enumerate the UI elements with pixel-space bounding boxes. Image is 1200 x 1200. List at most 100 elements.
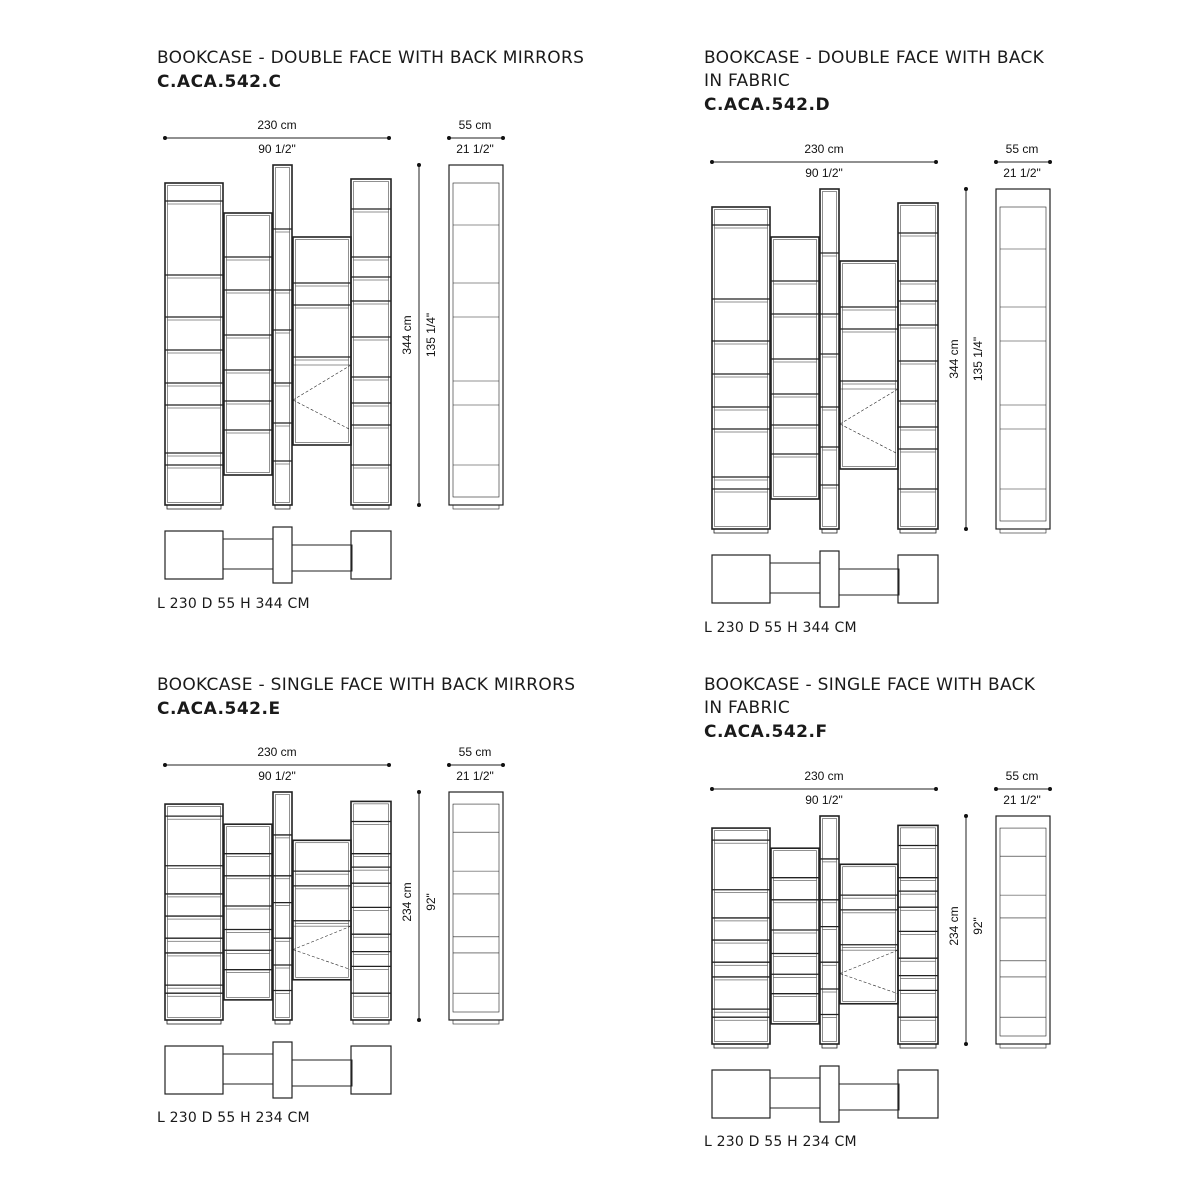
bookcase-module-4	[897, 202, 939, 530]
plan-connector	[838, 1083, 900, 1111]
height-cm-label: 234 cm	[947, 906, 961, 945]
dimension-end-dot	[163, 136, 167, 140]
bookcase-module-3	[839, 863, 899, 1005]
dimension-end-dot	[417, 1018, 421, 1022]
bookcase-drawing: 230 cm 90 1/2" 55 cm 21 1/2" 344 cm 135 …	[710, 142, 1052, 608]
plinth	[274, 1019, 291, 1025]
plinth	[899, 1043, 937, 1049]
plan-module-left	[164, 530, 224, 580]
height-in-label: 135 1/4"	[971, 337, 985, 381]
width-cm-label: 230 cm	[257, 118, 296, 132]
product-code: C.ACA.542.D	[704, 95, 831, 115]
plan-module-right	[897, 1069, 939, 1119]
dimension-end-dot	[964, 814, 968, 818]
open-bay-dash	[839, 423, 899, 455]
module-inner-line	[226, 215, 270, 473]
plinth	[274, 504, 291, 510]
plinth	[166, 1019, 222, 1025]
bookcase-drawing: 230 cm 90 1/2" 55 cm 21 1/2" 344 cm 135 …	[163, 118, 505, 584]
height-cm-label: 234 cm	[400, 882, 414, 921]
width-in-label: 90 1/2"	[258, 769, 296, 783]
height-in-label: 92"	[424, 893, 438, 911]
panel-single-face-fabric: BOOKCASE - SINGLE FACE WITH BACK IN FABR…	[704, 674, 1200, 1150]
width-cm-label: 230 cm	[804, 769, 843, 783]
side-plinth	[452, 1019, 500, 1025]
plan-column-narrow	[272, 1041, 293, 1099]
plan-module-left	[711, 554, 771, 604]
bookcase-module-0	[711, 206, 771, 530]
bookcase-module-4	[350, 178, 392, 506]
panel-title: BOOKCASE - SINGLE FACE WITH BACK IN FABR…	[704, 675, 1036, 718]
depth-cm-label: 55 cm	[1006, 142, 1039, 156]
dimension-end-dot	[964, 527, 968, 531]
module-inner-line	[275, 794, 290, 1018]
side-plinth	[999, 528, 1047, 534]
bookcase-drawing: 230 cm 90 1/2" 55 cm 21 1/2" 234 cm 92"	[163, 745, 505, 1099]
module-inner-line	[295, 239, 349, 443]
module-inner-line	[842, 866, 896, 1002]
side-elevation	[995, 188, 1051, 530]
height-in-label: 92"	[971, 917, 985, 935]
side-elevation	[448, 164, 504, 506]
module-inner-line	[900, 205, 936, 527]
plan-connector	[291, 1059, 353, 1087]
open-bay-dash	[839, 973, 899, 994]
side-elevation	[448, 791, 504, 1021]
overall-dimensions: L 230 D 55 H 344 CM	[157, 596, 310, 612]
plinth	[713, 1043, 769, 1049]
plan-module-left	[164, 1045, 224, 1095]
overall-dimensions: L 230 D 55 H 234 CM	[157, 1110, 310, 1126]
module-inner-line	[167, 185, 221, 503]
depth-in-label: 21 1/2"	[1003, 166, 1041, 180]
open-bay-dash	[839, 388, 899, 425]
panel-title: BOOKCASE - DOUBLE FACE WITH BACK MIRRORS	[157, 48, 585, 68]
plan-connector	[291, 544, 353, 572]
depth-in-label: 21 1/2"	[456, 769, 494, 783]
width-in-label: 90 1/2"	[805, 793, 843, 807]
plan-column-narrow	[819, 1065, 840, 1123]
dimension-end-dot	[501, 763, 505, 767]
side-inner-frame	[999, 827, 1047, 1037]
width-cm-label: 230 cm	[257, 745, 296, 759]
module-inner-line	[842, 263, 896, 467]
plinth	[899, 528, 937, 534]
dimension-end-dot	[417, 163, 421, 167]
bookcase-module-0	[164, 803, 224, 1021]
product-code: C.ACA.542.C	[157, 72, 282, 92]
plan-column-narrow	[272, 526, 293, 584]
dimension-end-dot	[1048, 787, 1052, 791]
open-bay-dash	[292, 399, 352, 431]
dimension-end-dot	[994, 787, 998, 791]
module-inner-line	[353, 803, 389, 1018]
plan-module-right	[350, 530, 392, 580]
module-inner-line	[714, 830, 768, 1042]
module-inner-line	[900, 827, 936, 1042]
bookcase-module-1	[770, 236, 820, 500]
bookcase-module-0	[164, 182, 224, 506]
panel-double-face-fabric: BOOKCASE - DOUBLE FACE WITH BACK IN FABR…	[704, 47, 1200, 636]
module-inner-line	[822, 818, 837, 1042]
bookcase-module-3	[292, 236, 352, 446]
dimension-end-dot	[447, 763, 451, 767]
plinth	[352, 504, 390, 510]
plan-module-left	[711, 1069, 771, 1119]
plinth	[352, 1019, 390, 1025]
open-bay-dash	[292, 949, 352, 970]
dimension-end-dot	[417, 503, 421, 507]
product-code: C.ACA.542.F	[704, 722, 828, 742]
height-cm-label: 344 cm	[947, 339, 961, 378]
module-inner-line	[275, 167, 290, 503]
overall-dimensions: L 230 D 55 H 344 CM	[704, 620, 857, 636]
width-cm-label: 230 cm	[804, 142, 843, 156]
product-code: C.ACA.542.E	[157, 699, 281, 719]
plan-connector	[769, 562, 821, 594]
module-inner-line	[773, 850, 817, 1022]
plan-connector	[838, 568, 900, 596]
width-in-label: 90 1/2"	[805, 166, 843, 180]
side-elevation	[995, 815, 1051, 1045]
panel-double-face-mirrors: BOOKCASE - DOUBLE FACE WITH BACK MIRRORS…	[157, 47, 697, 612]
depth-cm-label: 55 cm	[459, 118, 492, 132]
plan-column-narrow	[819, 550, 840, 608]
plinth	[821, 1043, 838, 1049]
open-bay-dash	[839, 949, 899, 974]
